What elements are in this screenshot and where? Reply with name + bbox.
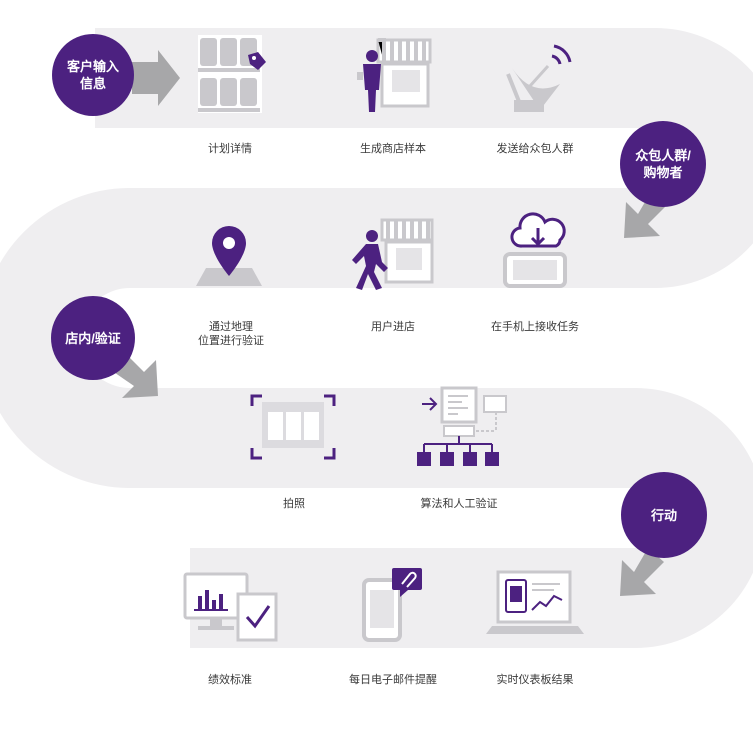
satellite-dish-icon (506, 44, 572, 112)
step-label-plan-details: 计划详情 (208, 143, 252, 155)
store-person-icon (357, 38, 432, 112)
step-label-photo: 拍照 (283, 498, 305, 510)
stage-label-customer-input: 客户输入 信息 (66, 59, 119, 91)
flow-arrow-down-left (620, 548, 664, 596)
step-label-daily-email: 每日电子邮件提醒 (349, 674, 437, 686)
stage-label-instore: 店内/验证 (65, 331, 121, 346)
step-label-algorithm: 算法和人工验证 (420, 498, 498, 510)
step-label-store-sample: 生成商店样本 (360, 143, 426, 155)
dashboard-laptop-icon (486, 570, 584, 634)
algorithm-network-icon (417, 386, 507, 466)
email-phone-icon (362, 568, 422, 642)
step-label-geo-verify: 通过地理 位置进行验证 (198, 321, 264, 347)
stage-circle-customer-input (52, 34, 134, 116)
step-label-send-crowd: 发送给众包人群 (496, 143, 574, 155)
planogram-shelf-icon (198, 35, 266, 113)
photo-frame-icon (250, 394, 336, 460)
step-label-dashboard: 实时仪表板结果 (496, 674, 574, 686)
performance-monitor-icon (183, 572, 278, 642)
flow-arrow-right (132, 50, 180, 106)
stage-circle-action (621, 472, 707, 558)
stage-label-action: 行动 (650, 508, 677, 523)
stage-label-crowd: 众包人群/ 购物者 (635, 148, 691, 180)
stage-circle-crowd (620, 121, 706, 207)
step-label-performance: 绩效标准 (208, 674, 252, 686)
serpentine-path (0, 28, 753, 648)
step-label-user-enters: 用户进店 (371, 321, 415, 333)
cloud-phone-icon (503, 212, 567, 288)
walking-person-icon (352, 218, 434, 290)
map-pin-icon (196, 226, 262, 286)
step-label-receive-task: 在手机上接收任务 (491, 321, 579, 333)
stage-circle-instore (51, 296, 135, 380)
